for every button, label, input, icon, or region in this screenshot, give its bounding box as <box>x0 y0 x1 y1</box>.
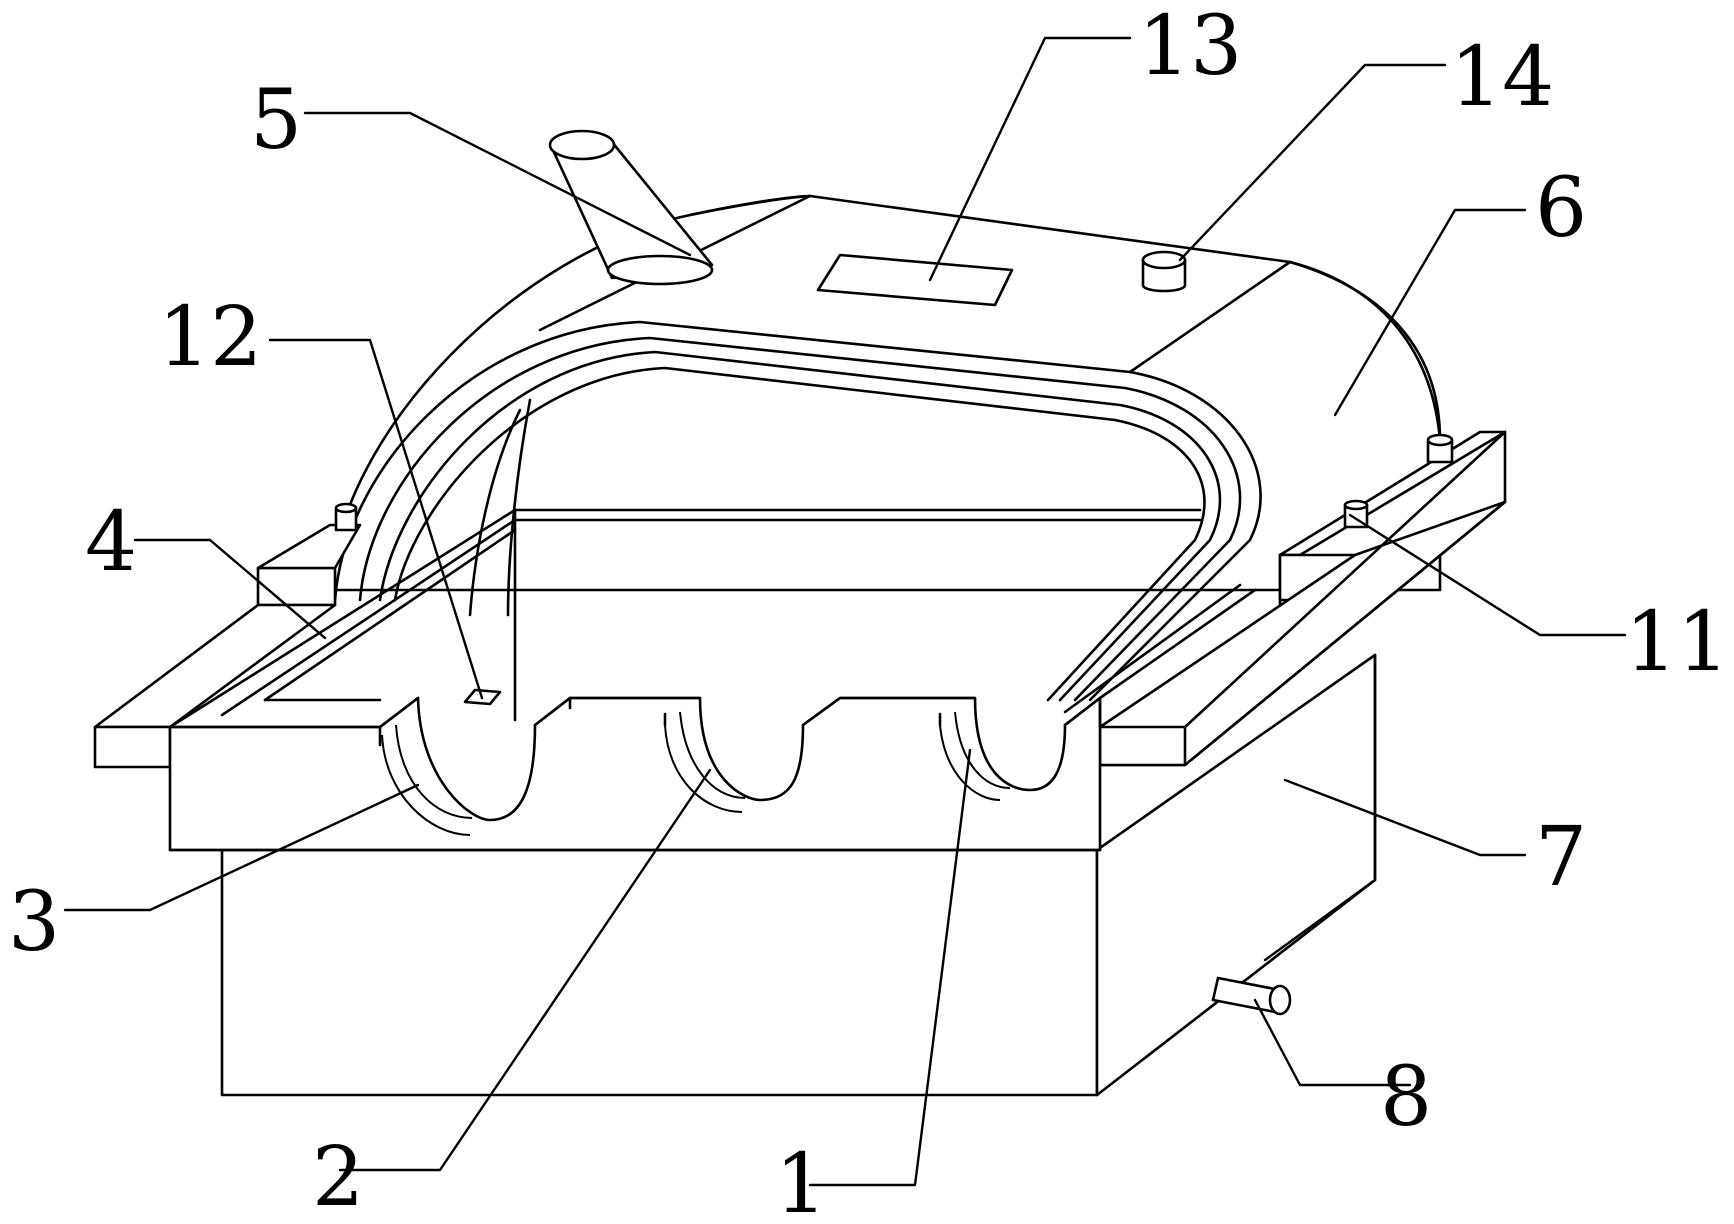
top-button <box>1143 252 1185 291</box>
label-3: 3 <box>8 875 60 970</box>
bolt-right-back <box>1428 435 1452 462</box>
outlet-nozzle <box>1213 978 1290 1014</box>
label-13: 13 <box>1138 0 1242 94</box>
label-4: 4 <box>85 495 137 590</box>
label-11: 11 <box>1625 595 1729 690</box>
leader-14 <box>1180 65 1445 260</box>
label-5: 5 <box>250 73 302 168</box>
label-7: 7 <box>1535 810 1587 905</box>
bolt-left <box>336 504 356 530</box>
label-14: 14 <box>1450 30 1554 125</box>
label-2: 2 <box>312 1130 364 1224</box>
label-12: 12 <box>158 290 262 385</box>
label-1: 1 <box>775 1137 827 1224</box>
label-6: 6 <box>1535 161 1587 256</box>
label-8: 8 <box>1380 1050 1432 1145</box>
